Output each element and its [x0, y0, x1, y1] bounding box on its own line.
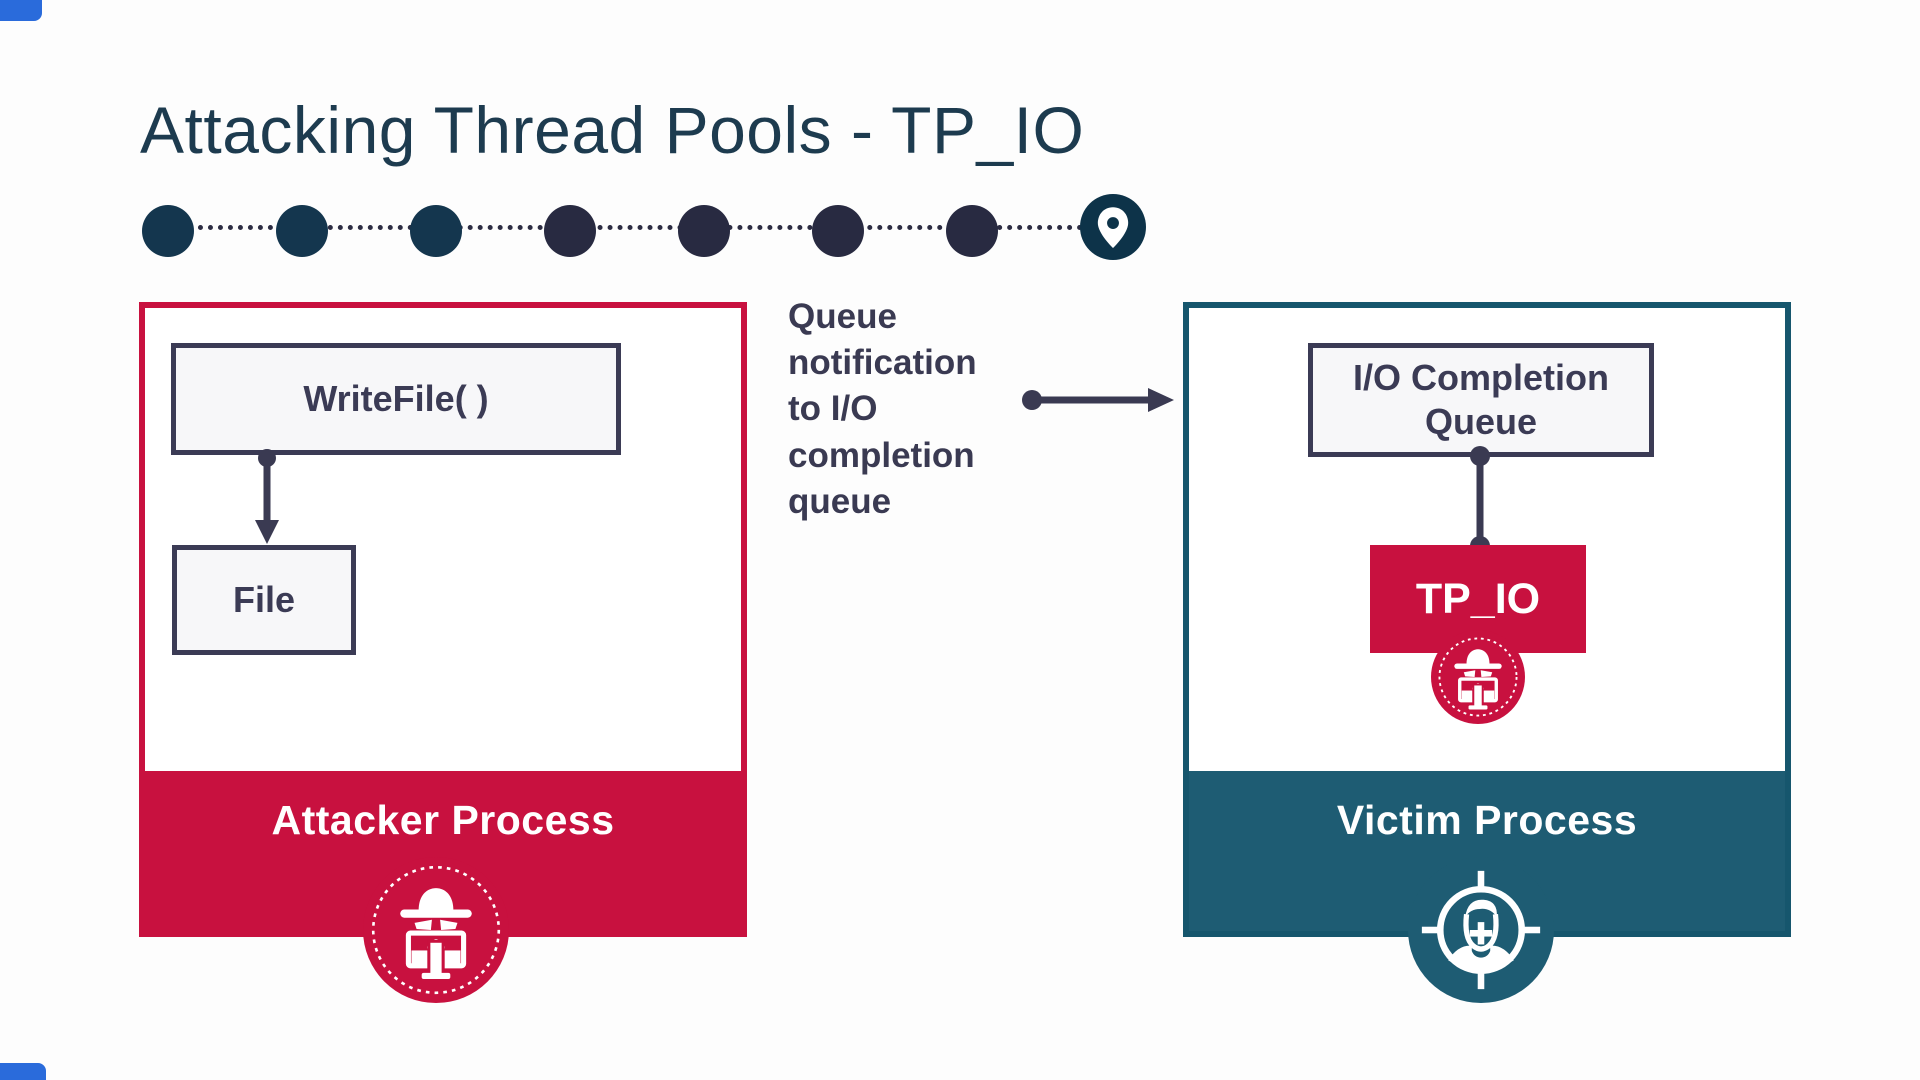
location-pin-icon	[1080, 194, 1146, 260]
victim-process-footer: Victim Process	[1189, 771, 1785, 931]
ioqueue-to-tpio-connector	[1470, 446, 1490, 556]
progress-dot-2	[276, 204, 328, 257]
attacker-process-label: Attacker Process	[271, 797, 615, 843]
io-completion-queue-node: I/O Completion Queue	[1308, 343, 1654, 457]
tp-io-label: TP_IO	[1415, 574, 1541, 623]
writefile-node: WriteFile( )	[171, 343, 621, 455]
target-person-icon	[1408, 857, 1554, 1003]
page-title: Attacking Thread Pools - TP_IO	[140, 93, 1085, 168]
victim-process-label: Victim Process	[1336, 797, 1638, 843]
progress-dot-3	[410, 204, 462, 257]
file-label: File	[232, 579, 295, 621]
hacker-icon	[1431, 630, 1525, 724]
io-completion-queue-label: I/O Completion Queue	[1353, 357, 1609, 442]
file-node: File	[172, 545, 356, 655]
progress-dot-4	[544, 204, 596, 257]
progress-dot-5	[678, 204, 730, 257]
queue-notification-annotation: Queue notification to I/O completion que…	[788, 297, 977, 521]
progress-dotted-track	[168, 225, 1113, 230]
progress-dot-7	[946, 204, 998, 257]
hacker-icon	[363, 857, 509, 1003]
frame-fragment-top-left	[0, 0, 42, 21]
writefile-to-file-arrow	[255, 449, 279, 544]
progress-dot-1	[142, 204, 194, 257]
attacker-to-victim-arrow	[1022, 388, 1174, 412]
writefile-label: WriteFile( )	[303, 378, 489, 420]
frame-fragment-bottom-left	[0, 1063, 46, 1080]
progress-dot-6	[812, 204, 864, 257]
progress-indicator	[142, 194, 1202, 260]
